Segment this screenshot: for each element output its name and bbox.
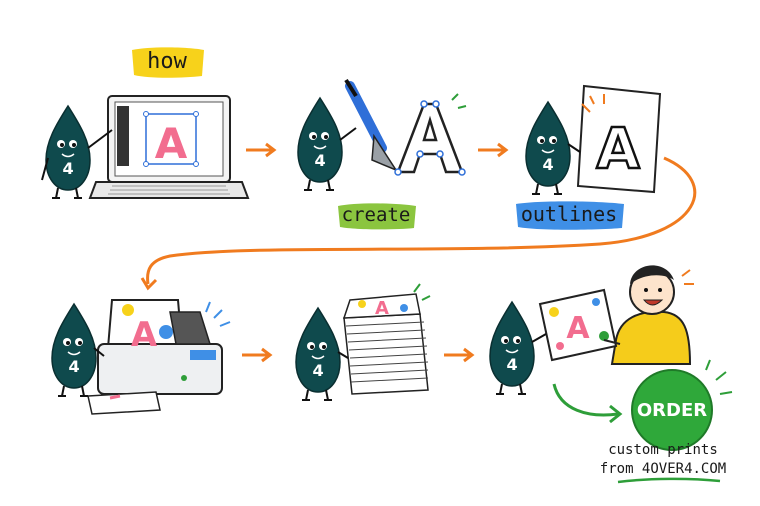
- caption-line-1: custom prints: [608, 442, 718, 458]
- create-label: create: [341, 204, 411, 226]
- order-badge: [631, 359, 733, 451]
- outline-letter-icon: [394, 93, 467, 176]
- mascot-3: [525, 101, 581, 195]
- mascot-4: [51, 303, 105, 397]
- printer-icon: [87, 299, 231, 415]
- poster-letter: A: [566, 311, 590, 346]
- create-highlight: [338, 203, 416, 230]
- step-3-outlines: A: [525, 84, 662, 195]
- printer-letter: A: [131, 315, 158, 355]
- laptop-icon: [88, 95, 250, 199]
- laptop-letter: A: [155, 119, 188, 168]
- mascot-2: [297, 97, 357, 191]
- how-label: how: [147, 48, 187, 74]
- mascot-6: [489, 301, 547, 395]
- stack-letter: A: [375, 298, 389, 319]
- step-1-laptop: A: [41, 95, 250, 199]
- mascot-5: [295, 307, 349, 401]
- paper-letter: A: [596, 117, 640, 182]
- print-stack-icon: [342, 283, 431, 395]
- printed-poster-icon: [538, 288, 618, 362]
- outlines-label: outlines: [520, 202, 618, 226]
- arrow-1: [246, 142, 277, 158]
- arrow-2: [478, 142, 509, 158]
- paper-sheet-icon: [576, 84, 662, 194]
- order-button[interactable]: ORDER: [636, 399, 708, 421]
- caption-line-2: from 4OVER4.COM: [599, 461, 727, 477]
- step-4-printer: A: [51, 299, 231, 415]
- how-highlight: [132, 47, 204, 78]
- connector-arrow: [140, 156, 697, 291]
- pen-tool-icon: [344, 78, 398, 172]
- mascot-1: [41, 105, 113, 199]
- arrow-4: [444, 347, 475, 363]
- person-icon: [610, 265, 694, 365]
- order-arrow: [552, 383, 623, 424]
- arrow-3: [242, 347, 273, 363]
- step-6-handoff: A: [489, 265, 694, 395]
- step-2-create: [297, 78, 467, 191]
- caption-underline: [617, 477, 721, 484]
- outlines-highlight: [516, 201, 624, 230]
- step-5-stack: A: [295, 283, 431, 401]
